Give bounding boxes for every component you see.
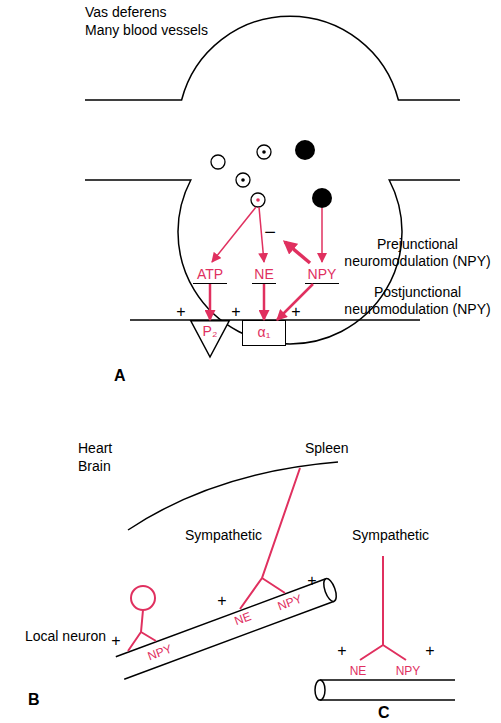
transmitter-arrow (209, 284, 212, 320)
local-neuron-body (131, 586, 155, 610)
transmitter-label: NPY (305, 266, 339, 284)
transmitter-label: ATP (193, 266, 227, 284)
blood-vessel (124, 601, 334, 679)
transmitter-label: NPY (396, 664, 421, 679)
excitation-sign: + (111, 631, 120, 650)
panel-letter: B (28, 690, 40, 709)
vessel-end (321, 577, 339, 603)
transmitter-label: NE (252, 266, 276, 284)
excitation-sign: + (217, 591, 226, 610)
tissue-name: Spleen (305, 440, 349, 457)
transmitter-label: NPY (276, 592, 304, 615)
excitation-sign: + (291, 302, 300, 321)
excitation-sign: + (231, 302, 240, 321)
blood-vessel (320, 679, 455, 681)
transmitter-label: NPY (146, 642, 174, 665)
vesicle-core (256, 198, 260, 202)
blood-vessel (116, 579, 326, 657)
excitation-sign: + (307, 571, 316, 590)
transmitter-label: NE (350, 664, 367, 679)
vesicle-core (241, 178, 245, 182)
panel-letter: C (378, 703, 390, 722)
tissue-name: Heart (78, 440, 112, 457)
small-vesicle (236, 173, 250, 187)
receptor-triangle: P₂ (190, 320, 230, 358)
receptor-triangle-outline (191, 321, 230, 357)
release-arrow (321, 208, 323, 262)
blood-vessel (320, 699, 455, 701)
small-vesicle (251, 193, 265, 207)
node-text: NE (252, 266, 276, 283)
node-text: P₂ (190, 320, 230, 342)
release-arrow (259, 207, 264, 262)
node-text: ATP (193, 266, 227, 283)
large-dense-vesicle (295, 140, 315, 160)
large-dense-vesicle (312, 188, 332, 208)
inhibition-arrow (285, 242, 310, 263)
excitation-sign: + (176, 302, 185, 321)
empty-vesicle (211, 155, 225, 169)
panel-letter: A (114, 366, 126, 385)
small-vesicle (257, 145, 271, 159)
vesicle-core (262, 150, 266, 154)
organ-surface (128, 462, 338, 530)
receptor-box: α₁ (242, 320, 286, 346)
node-text: α₁ (243, 321, 285, 343)
vessel-end (315, 680, 325, 700)
annotation: Postjunctional neuromodulation (NPY) (335, 284, 500, 318)
tissue-name: Brain (78, 458, 111, 475)
nerve-name: Sympathetic (185, 527, 262, 544)
release-arrow (212, 207, 256, 262)
tissue-name: Vas deferens (85, 4, 166, 21)
nerve-name: Sympathetic (352, 527, 429, 544)
axon-membrane (85, 16, 460, 100)
excitation-sign: + (425, 641, 434, 660)
neuron-name: Local neuron (25, 628, 106, 645)
transmitter-arrow (263, 284, 266, 320)
transmitter-label: NE (233, 609, 254, 629)
inhibition-sign: − (264, 221, 276, 244)
tissue-name: Many blood vessels (85, 22, 208, 39)
local-neuron-fiber (128, 610, 156, 651)
transmitter-arrow (277, 284, 313, 320)
excitation-sign: + (337, 641, 346, 660)
annotation: Prejunctional neuromodulation (NPY) (335, 236, 500, 270)
sympathetic-fiber (360, 556, 406, 660)
node-text: NPY (305, 266, 339, 283)
